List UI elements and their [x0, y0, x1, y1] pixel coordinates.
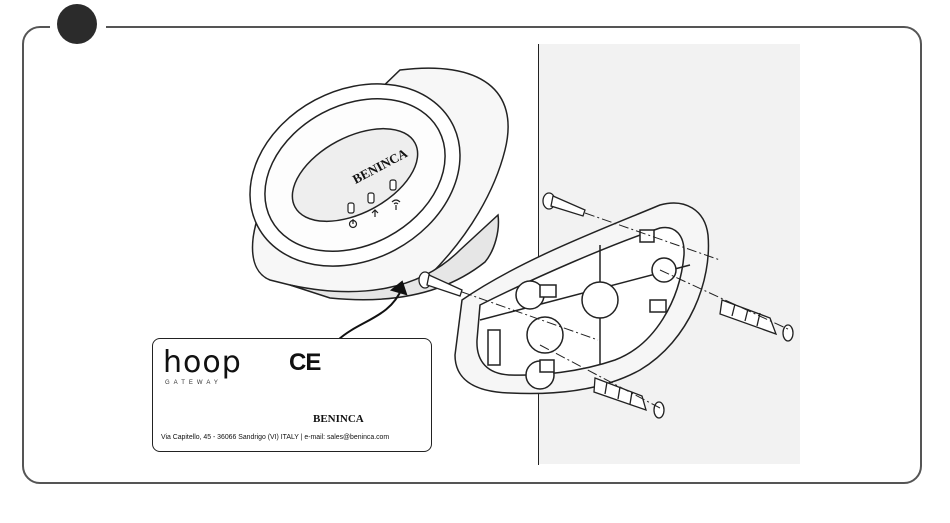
ce-mark: CE: [289, 349, 320, 377]
wall-plug-right: [720, 300, 793, 341]
beninca-logo: BENINCA: [313, 413, 364, 425]
product-label: hoop GATEWAY CE BENINCA Via Capitello, 4…: [152, 338, 432, 452]
hoop-subtitle: GATEWAY: [165, 380, 222, 386]
manufacturer-address: Via Capitello, 45 - 36066 Sandrigo (VI) …: [161, 434, 389, 441]
wall-plug-bottom: [594, 378, 664, 418]
screw-top: [543, 193, 585, 216]
hoop-logo: hoop: [163, 345, 242, 380]
